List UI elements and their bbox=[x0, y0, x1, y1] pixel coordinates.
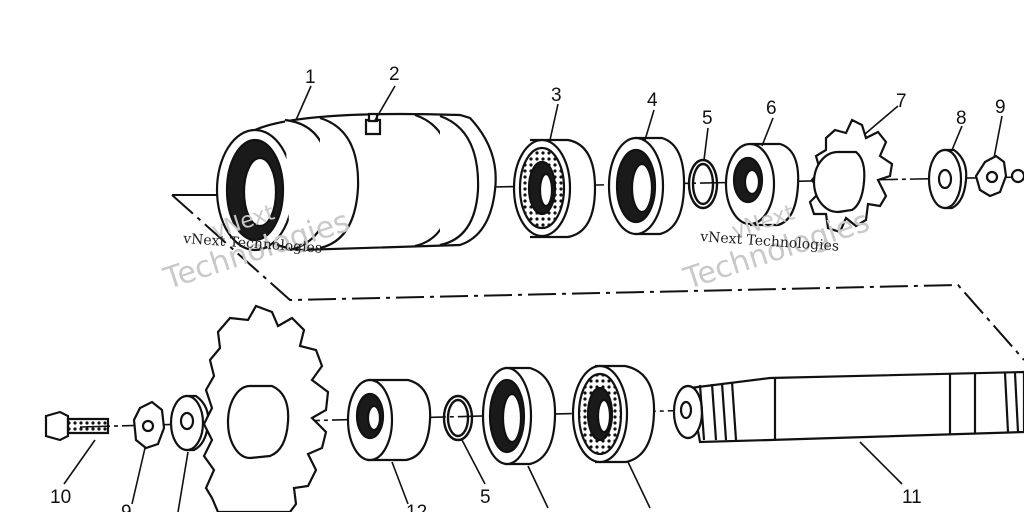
callout-3: 3 bbox=[551, 85, 562, 106]
callout-1: 1 bbox=[305, 67, 316, 88]
part-9-lock-washer-lower bbox=[134, 402, 164, 448]
part-10-bolt bbox=[46, 412, 108, 440]
part-12-bushing bbox=[348, 380, 430, 460]
callout-5-lower: 5 bbox=[480, 487, 491, 508]
part-4-race bbox=[609, 138, 684, 234]
callout-7: 7 bbox=[896, 91, 907, 112]
part-5-ring bbox=[689, 160, 717, 208]
callout-10: 10 bbox=[50, 487, 71, 508]
callout-2: 2 bbox=[389, 64, 400, 85]
leader-lines bbox=[63, 85, 1003, 512]
callout-12: 12 bbox=[406, 502, 427, 512]
part-1-housing bbox=[217, 114, 496, 250]
callout-4: 4 bbox=[647, 90, 658, 111]
part-3-bearing bbox=[514, 140, 595, 237]
part-5-ring-lower bbox=[444, 396, 472, 440]
bearing-lower bbox=[573, 366, 654, 462]
callout-9: 9 bbox=[995, 97, 1006, 118]
callout-5: 5 bbox=[702, 108, 713, 129]
race-lower bbox=[483, 368, 555, 464]
part-6-bushing bbox=[726, 144, 798, 225]
part-9-lock-washer bbox=[976, 156, 1024, 196]
part-8-washer bbox=[929, 150, 966, 208]
part-7-small-sprocket bbox=[810, 120, 892, 232]
callout-11: 11 bbox=[902, 487, 922, 508]
callout-6: 6 bbox=[766, 98, 777, 119]
washer-lower bbox=[171, 396, 208, 450]
large-sprocket bbox=[204, 306, 328, 512]
part-11-shaft bbox=[674, 372, 1024, 442]
callout-9-lower: 9 bbox=[121, 502, 132, 512]
callout-8: 8 bbox=[956, 108, 967, 129]
callout-labels: 1 2 3 4 5 6 7 8 9 10 9 12 5 11 bbox=[50, 64, 1006, 512]
